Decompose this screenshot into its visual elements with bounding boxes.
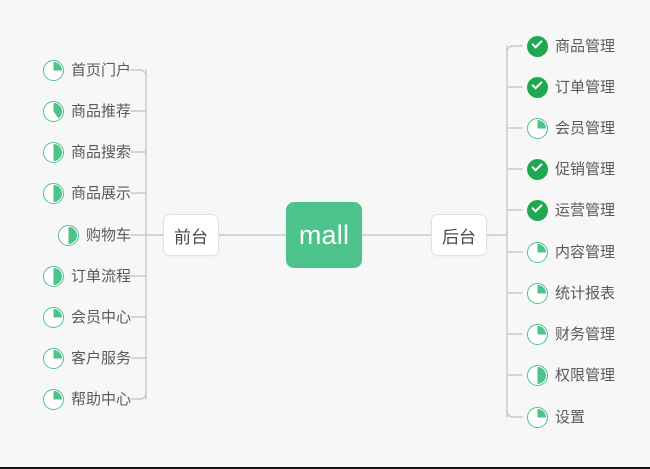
leaf-node[interactable]: 商品展示 xyxy=(42,180,131,206)
leaf-node[interactable]: 设置 xyxy=(527,404,585,430)
connector-line xyxy=(506,410,523,418)
leaf-node[interactable]: 运营管理 xyxy=(527,197,615,223)
progress-pie-icon xyxy=(527,282,548,304)
check-circle-icon xyxy=(527,35,548,57)
leaf-node[interactable]: 订单管理 xyxy=(527,74,615,100)
leaf-node-label: 商品搜索 xyxy=(70,143,131,161)
progress-pie-fill xyxy=(529,119,546,137)
progress-pie-fill xyxy=(529,243,546,261)
leaf-node[interactable]: 商品管理 xyxy=(527,33,615,59)
leaf-node-label: 促销管理 xyxy=(555,160,616,178)
leaf-node[interactable]: 会员中心 xyxy=(42,304,131,330)
leaf-node-label: 订单流程 xyxy=(70,267,131,285)
progress-pie-icon xyxy=(527,117,548,139)
checkmark-glyph xyxy=(531,78,543,90)
check-circle-icon xyxy=(527,158,548,180)
progress-pie-fill xyxy=(44,61,62,79)
leaf-node[interactable]: 统计报表 xyxy=(527,280,615,306)
checkmark-glyph xyxy=(531,37,543,49)
progress-pie-fill xyxy=(44,308,62,326)
leaf-node-label: 订单管理 xyxy=(555,78,616,96)
progress-pie-icon xyxy=(527,364,548,386)
leaf-node[interactable]: 商品搜索 xyxy=(42,139,131,165)
progress-pie-icon xyxy=(42,182,64,204)
leaf-node-label: 首页门户 xyxy=(70,61,131,79)
progress-pie-icon xyxy=(57,224,79,246)
connector-line xyxy=(130,69,147,77)
branch-node-frontend-label: 前台 xyxy=(174,227,208,247)
progress-pie-icon xyxy=(42,141,64,163)
leaf-node-label: 会员管理 xyxy=(555,119,616,137)
leaf-node-label: 商品推荐 xyxy=(70,102,131,120)
root-node-mall[interactable]: mall xyxy=(286,202,362,268)
leaf-node-label: 帮助中心 xyxy=(70,390,131,408)
leaf-node-label: 客户服务 xyxy=(70,349,131,367)
progress-pie-fill xyxy=(529,284,546,302)
leaf-node[interactable]: 帮助中心 xyxy=(42,386,131,412)
connector-line xyxy=(506,45,523,53)
progress-pie-fill xyxy=(44,390,62,408)
leaf-node[interactable]: 权限管理 xyxy=(527,362,615,388)
branch-node-backend[interactable]: 后台 xyxy=(431,214,487,256)
progress-pie-icon xyxy=(42,306,64,328)
progress-pie-fill xyxy=(529,408,546,426)
checkmark-glyph xyxy=(531,201,543,213)
progress-pie-icon xyxy=(527,406,548,428)
progress-pie-fill xyxy=(44,102,62,120)
progress-pie-fill xyxy=(44,349,62,367)
leaf-node-label: 运营管理 xyxy=(555,201,616,219)
leaf-node[interactable]: 商品推荐 xyxy=(42,98,131,124)
leaf-node[interactable]: 客户服务 xyxy=(42,345,131,371)
root-node-label: mall xyxy=(298,219,350,250)
progress-pie-fill xyxy=(59,226,77,244)
leaf-node[interactable]: 首页门户 xyxy=(42,57,131,83)
leaf-node-label: 内容管理 xyxy=(555,243,616,261)
branch-node-backend-label: 后台 xyxy=(442,227,476,247)
leaf-node-label: 统计报表 xyxy=(555,284,616,302)
progress-pie-fill xyxy=(529,325,546,343)
leaf-node[interactable]: 订单流程 xyxy=(42,263,131,289)
checkmark-glyph xyxy=(531,160,543,172)
progress-pie-icon xyxy=(42,100,64,122)
leaf-node-label: 设置 xyxy=(555,408,586,426)
progress-pie-icon xyxy=(42,347,64,369)
progress-pie-icon xyxy=(527,241,548,263)
leaf-node-label: 会员中心 xyxy=(70,308,131,326)
progress-pie-icon xyxy=(42,388,64,410)
progress-pie-fill xyxy=(44,143,62,161)
progress-pie-fill xyxy=(44,184,62,202)
check-circle-icon xyxy=(527,199,548,221)
leaf-node[interactable]: 内容管理 xyxy=(527,239,615,265)
branch-node-frontend[interactable]: 前台 xyxy=(163,214,219,256)
progress-pie-icon xyxy=(42,59,64,81)
leaf-node-label: 商品管理 xyxy=(555,37,616,55)
connector-line xyxy=(130,392,147,400)
progress-pie-fill xyxy=(529,366,546,384)
leaf-node-label: 购物车 xyxy=(85,226,131,244)
check-circle-icon xyxy=(527,76,548,98)
progress-pie-icon xyxy=(527,323,548,345)
leaf-node[interactable]: 促销管理 xyxy=(527,156,615,182)
leaf-node[interactable]: 购物车 xyxy=(57,222,131,248)
progress-pie-fill xyxy=(44,267,62,285)
leaf-node-label: 权限管理 xyxy=(555,366,616,384)
progress-pie-icon xyxy=(42,265,64,287)
leaf-node[interactable]: 财务管理 xyxy=(527,321,615,347)
leaf-node[interactable]: 会员管理 xyxy=(527,115,615,141)
leaf-node-label: 商品展示 xyxy=(70,184,131,202)
leaf-node-label: 财务管理 xyxy=(555,325,616,343)
